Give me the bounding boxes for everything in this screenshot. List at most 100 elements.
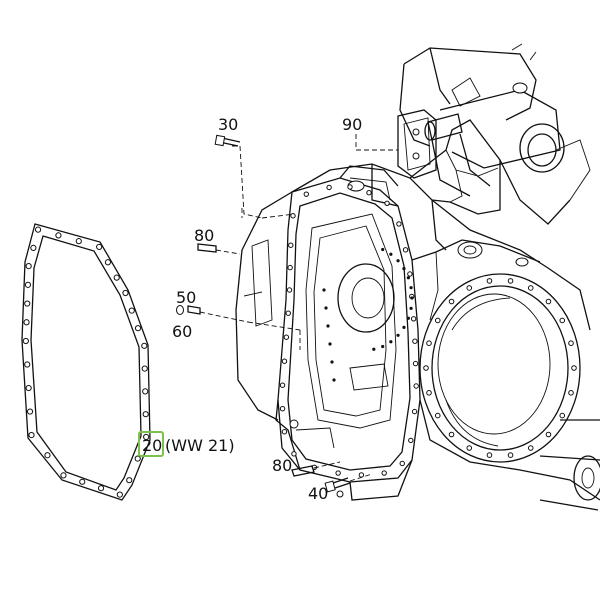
- gasket-bolt-hole: [96, 243, 103, 251]
- flange-bolt-hole: [410, 316, 417, 322]
- callout-30: 30: [218, 115, 238, 134]
- bore-bolt-hole: [448, 431, 455, 438]
- gasket-bolt-hole: [24, 281, 32, 288]
- gasket-bolt-hole: [30, 244, 37, 251]
- gasket-bolt-hole: [60, 472, 67, 479]
- plate-rivet: [402, 325, 406, 329]
- flange-bolt-hole: [347, 184, 353, 190]
- flange-bolt-hole: [408, 437, 414, 444]
- plate-rivet: [410, 296, 414, 300]
- flange-bolt-hole: [366, 190, 372, 196]
- flange-bolt-hole: [411, 408, 418, 415]
- flange-bolt-hole: [303, 191, 309, 197]
- plate-rivet: [332, 378, 336, 382]
- callout-90: 90: [342, 115, 362, 134]
- plug-50-60: [176, 305, 249, 323]
- flange-bolt-hole: [283, 334, 290, 340]
- gasket-bolt-hole: [28, 431, 35, 439]
- callout-20-reference: (WW 21): [165, 436, 235, 455]
- flange-bolt-hole: [281, 358, 288, 364]
- plate-rivet: [396, 259, 400, 263]
- flange-bolt-hole: [399, 460, 405, 467]
- bore-bolt-hole: [426, 389, 432, 396]
- flange-bolt-hole: [413, 383, 419, 389]
- plate-rivet: [409, 286, 413, 290]
- gasket-bolt-hole: [24, 300, 31, 307]
- callout-20[interactable]: 20: [142, 436, 162, 455]
- gasket-bolt-hole: [23, 319, 30, 326]
- plate-rivet: [372, 347, 376, 351]
- plate-rivet: [409, 306, 413, 310]
- gasket-bolt-hole: [79, 478, 86, 485]
- flange-bolt-hole: [396, 221, 402, 227]
- callout-80-upper: 80: [194, 226, 214, 245]
- bore-bolt-hole: [486, 278, 493, 284]
- gasket-bolt-hole: [141, 365, 148, 372]
- gasket-bolt-hole: [25, 384, 32, 392]
- gasket-bolt-hole: [134, 325, 142, 332]
- gasket-bolt-hole: [24, 361, 31, 368]
- flange-bolt-hole: [290, 213, 296, 219]
- plate-rivet: [324, 306, 328, 310]
- flange-bolt-hole: [279, 406, 286, 412]
- plate-rivet: [389, 252, 393, 256]
- flange-bolt-hole: [291, 451, 297, 457]
- flange-bolt-hole: [335, 470, 341, 476]
- plate-rivet: [328, 342, 332, 346]
- callout-50: 50: [176, 288, 196, 307]
- flange-bolt-hole: [281, 429, 288, 435]
- bore-bolt-hole: [486, 452, 493, 458]
- plate-rivet: [406, 316, 410, 320]
- bore-bolt-hole: [545, 298, 552, 305]
- plate-rivet: [396, 333, 400, 337]
- bore-bolt-hole: [568, 389, 574, 396]
- flange-bolt-hole: [279, 382, 286, 388]
- gasket-bolt-hole: [104, 259, 112, 266]
- plate-rivet: [381, 344, 385, 349]
- bore-bolt-hole: [423, 365, 429, 371]
- gasket-bolt-hole: [128, 307, 135, 314]
- gasket-bolt-hole: [75, 238, 82, 245]
- bore-bolt-hole: [434, 412, 441, 419]
- bore-bolt-hole: [568, 340, 574, 347]
- bore-bolt-hole: [507, 278, 514, 284]
- callout-40: 40: [308, 484, 328, 503]
- gasket-bolt-hole: [116, 491, 123, 498]
- bore-bolt-hole: [527, 285, 534, 291]
- bolt-40: [324, 473, 373, 493]
- bore-bolt-hole: [545, 431, 552, 438]
- bore-bolt-hole: [527, 445, 534, 451]
- lift-cylinder-bracket: [397, 43, 591, 225]
- gasket-bolt-hole: [134, 455, 141, 462]
- bore-bolt-hole: [426, 340, 432, 347]
- gasket-bolt-hole: [126, 477, 133, 484]
- gasket: [21, 223, 151, 501]
- plate-rivet: [326, 324, 330, 328]
- dowel-pin-80-upper: [197, 243, 241, 255]
- flange-bolt-hole: [381, 470, 387, 476]
- plate-rivet: [330, 360, 334, 364]
- bore-bolt-hole: [559, 317, 566, 324]
- gasket-bolt-hole: [122, 289, 129, 297]
- dowel-pin-80-lower: [291, 461, 341, 477]
- bore-bolt-hole: [571, 365, 577, 371]
- gasket-bolt-hole: [25, 263, 32, 270]
- flange-bolt-hole: [412, 360, 419, 367]
- plate-rivet: [402, 267, 406, 271]
- flange-bolt-hole: [286, 287, 293, 293]
- flange-bolt-hole: [407, 271, 413, 277]
- gasket-bolt-hole: [55, 232, 62, 239]
- bore-bolt-hole: [466, 285, 473, 291]
- bore-bolt-hole: [466, 445, 473, 451]
- flange-bolt-hole: [402, 247, 409, 253]
- bore-bolt-hole: [434, 317, 441, 324]
- flange-bolt-hole: [285, 310, 291, 316]
- transmission-housing: [235, 119, 600, 511]
- gasket-bolt-hole: [22, 337, 29, 345]
- flange-bolt-hole: [412, 338, 418, 344]
- callout-60: 60: [172, 322, 192, 341]
- plate-rivet: [381, 247, 385, 252]
- plate-rivet: [406, 276, 410, 280]
- flange-bolt-hole: [287, 264, 293, 271]
- plate-rivet: [322, 288, 326, 292]
